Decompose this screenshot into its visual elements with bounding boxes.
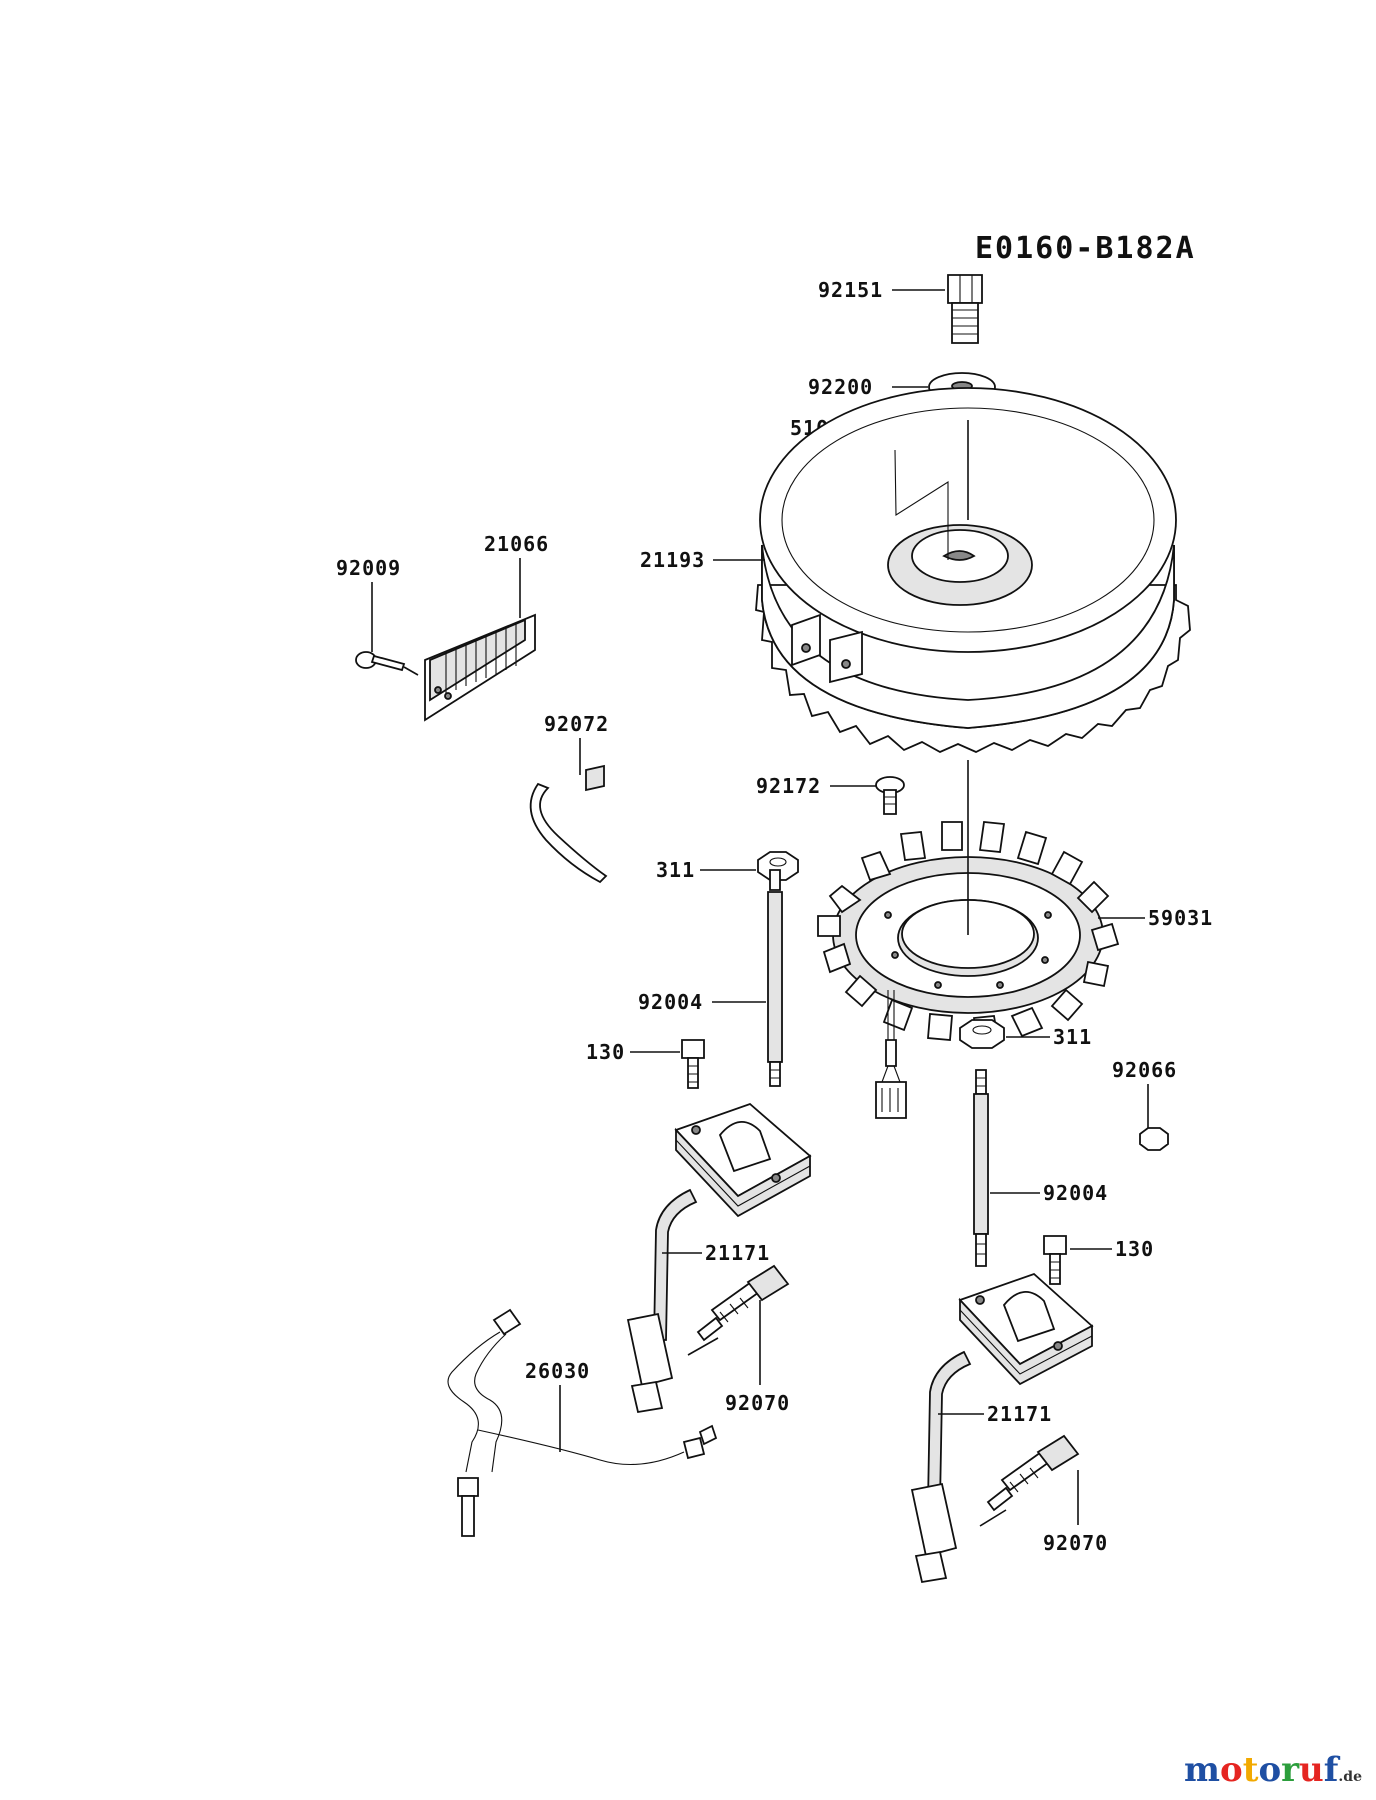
label-92072: 92072 [544, 712, 609, 736]
label-130-left: 130 [586, 1040, 625, 1064]
label-130-right: 130 [1115, 1237, 1154, 1261]
wire-clamp [529, 764, 608, 884]
label-59031: 59031 [1148, 906, 1213, 930]
diagram-code: E0160-B182A [975, 231, 1196, 266]
nut-lower [959, 1019, 1005, 1049]
coil-bolt-right [1043, 1235, 1067, 1285]
watermark-letter: m [1184, 1750, 1221, 1790]
label-21171-right: 21171 [987, 1402, 1052, 1426]
label-92070-left: 92070 [725, 1391, 790, 1415]
label-92200: 92200 [808, 375, 873, 399]
label-92009: 92009 [336, 556, 401, 580]
watermark-letter: r [1281, 1750, 1300, 1790]
stud-right [973, 1069, 989, 1267]
regulator-screw [355, 651, 406, 672]
label-92172: 92172 [756, 774, 821, 798]
stator-lead [875, 990, 907, 1119]
label-92151: 92151 [818, 278, 883, 302]
label-21066: 21066 [484, 532, 549, 556]
small-nut [1139, 1127, 1169, 1151]
watermark-letter: o [1220, 1750, 1243, 1790]
watermark-suffix: .de [1338, 1769, 1362, 1785]
label-92004-right: 92004 [1043, 1181, 1108, 1205]
watermark-logo: motoruf.de [1184, 1750, 1362, 1790]
watermark-letter: f [1323, 1750, 1339, 1790]
spark-plug-right [986, 1434, 1080, 1512]
nut-upper [757, 851, 799, 881]
stud-left [767, 869, 783, 1087]
watermark-letter: u [1299, 1750, 1324, 1790]
flywheel [755, 387, 1191, 754]
label-92004-left: 92004 [638, 990, 703, 1014]
label-26030: 26030 [525, 1359, 590, 1383]
wire-harness [447, 1308, 718, 1537]
stator-bolt [875, 776, 905, 815]
label-21171-left: 21171 [705, 1241, 770, 1265]
flywheel-bolt [947, 274, 983, 344]
label-92066: 92066 [1112, 1058, 1177, 1082]
label-21193: 21193 [640, 548, 705, 572]
watermark-letter: t [1242, 1750, 1259, 1790]
watermark-letter: o [1258, 1750, 1282, 1790]
coil-bolt-left [681, 1039, 705, 1089]
ignition-coil-right [910, 1272, 1094, 1584]
label-311-upper: 311 [656, 858, 695, 882]
label-311-lower: 311 [1053, 1025, 1092, 1049]
regulator [424, 613, 536, 722]
spark-plug-left [696, 1264, 790, 1342]
label-92070-right: 92070 [1043, 1531, 1108, 1555]
ignition-coil-left [626, 1102, 812, 1414]
